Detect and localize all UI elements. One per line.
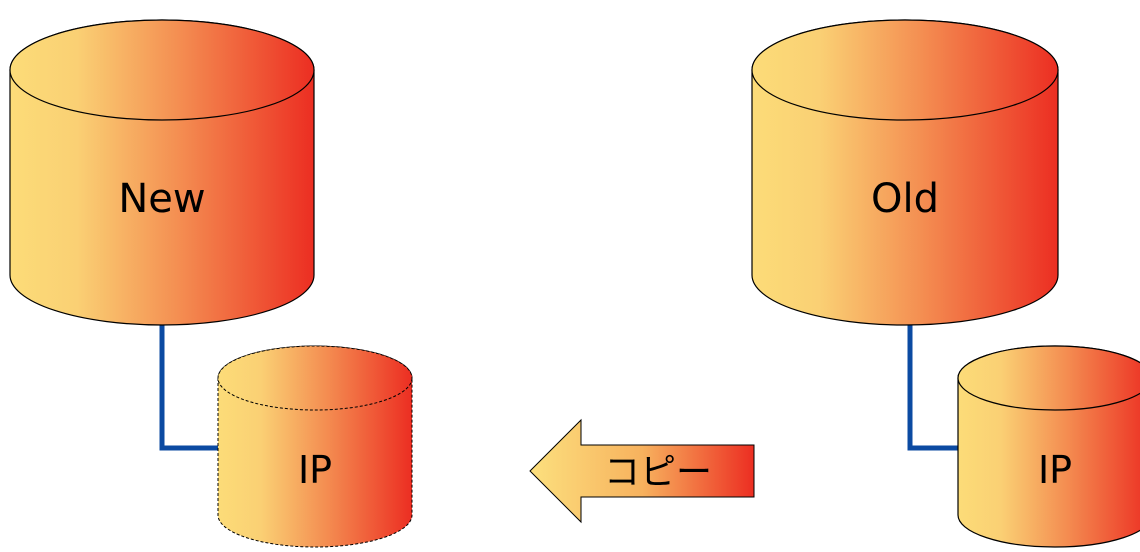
old-db-ip-connector (907, 322, 958, 451)
old-ip-database: IP (957, 345, 1140, 548)
new-db-ip-connector (159, 322, 218, 451)
old-database: Old (751, 19, 1059, 326)
old-ip-label: IP (1038, 448, 1072, 492)
new-ip-database: IP (217, 345, 413, 548)
copy-arrow-shape (529, 418, 755, 524)
new-database-label: New (118, 176, 205, 222)
old-database-label: Old (871, 176, 939, 222)
new-database: New (9, 19, 315, 326)
copy-arrow-label: コピー (604, 452, 712, 493)
new-ip-label: IP (298, 448, 332, 492)
copy-arrow: コピー (529, 418, 755, 524)
